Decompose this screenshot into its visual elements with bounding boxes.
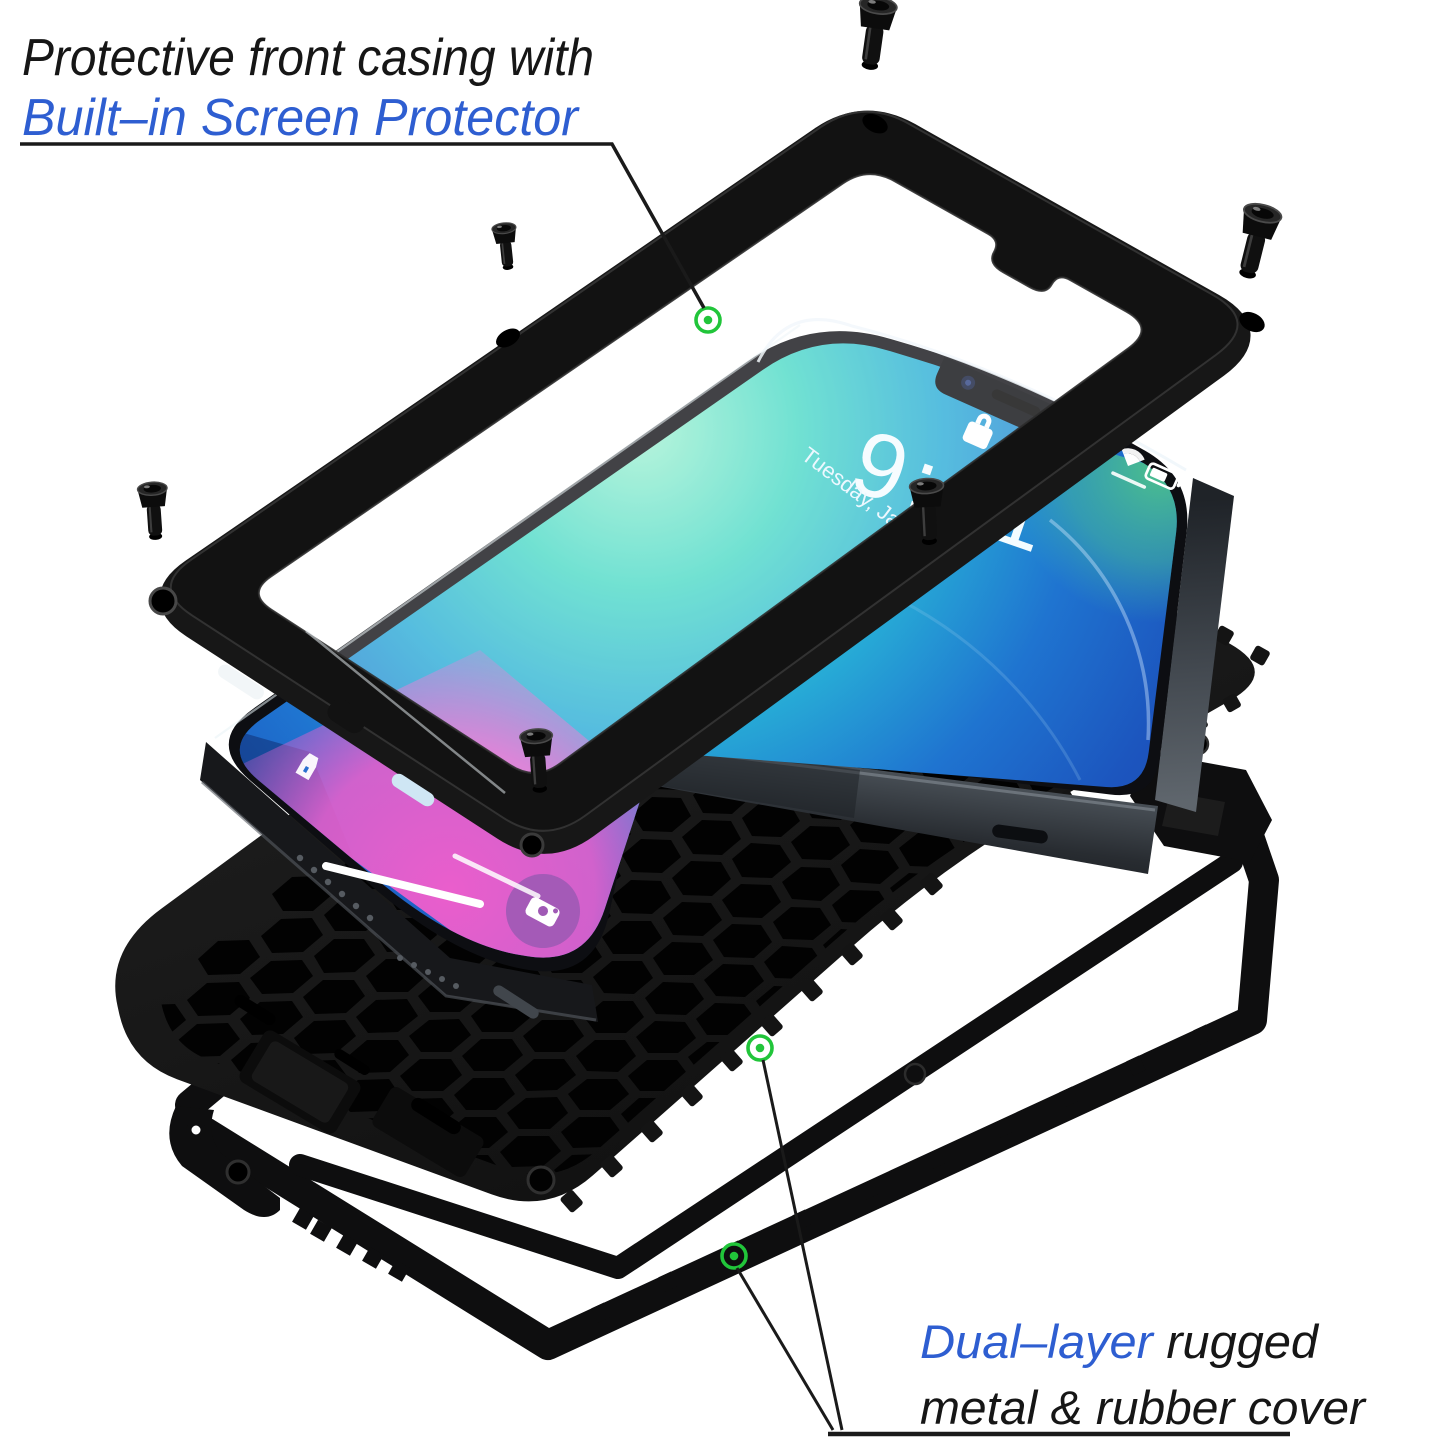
svg-text:Protective front casing with: Protective front casing with [22, 29, 594, 87]
svg-text:Built–in Screen Protector: Built–in Screen Protector [22, 89, 581, 147]
svg-text:Dual–layer rugged: Dual–layer rugged [920, 1315, 1320, 1368]
svg-text:metal & rubber cover: metal & rubber cover [920, 1381, 1367, 1434]
